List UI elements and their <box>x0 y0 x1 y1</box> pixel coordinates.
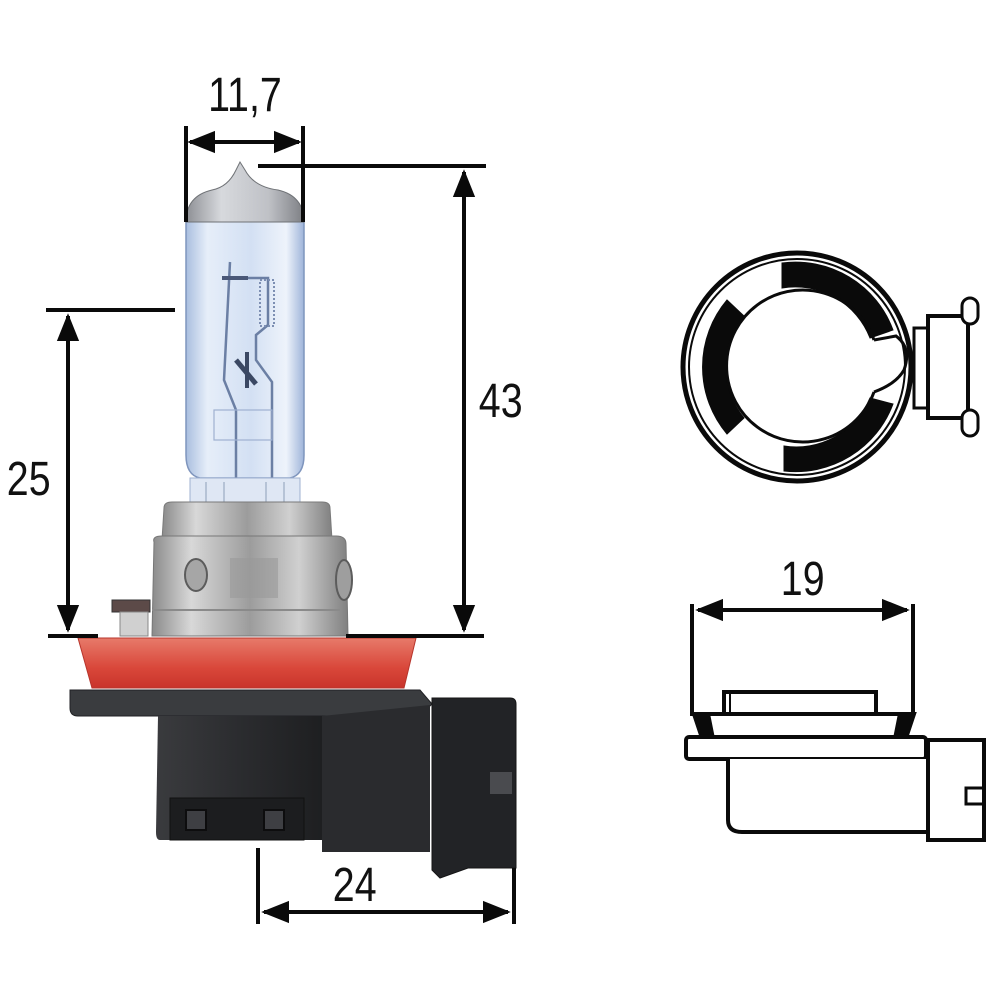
filament-wire <box>222 261 238 478</box>
connector-plug <box>431 697 517 879</box>
dimension-43 <box>258 164 486 638</box>
top-view-outline <box>680 250 980 484</box>
glass-envelope <box>185 217 305 479</box>
dimension-24 <box>256 848 516 924</box>
dimension-11-7 <box>184 126 305 222</box>
glass-cap <box>185 160 305 223</box>
bulb-photo <box>69 160 517 879</box>
retaining-ring-segment <box>781 261 894 339</box>
rivet <box>184 558 208 592</box>
dimension-label-connector-width: 24 <box>332 859 377 912</box>
filament-coil <box>259 279 275 327</box>
dimension-25 <box>46 308 175 638</box>
dimension-label-light-center: 25 <box>6 453 51 506</box>
dimension-label-top-view-width: 19 <box>780 553 825 606</box>
side-view-outline <box>684 598 986 842</box>
red-flange <box>77 637 417 689</box>
dimension-label-overall-height: 43 <box>478 375 523 428</box>
dimension-label-glass-width: 11,7 <box>208 69 282 122</box>
metal-collar <box>161 501 333 541</box>
